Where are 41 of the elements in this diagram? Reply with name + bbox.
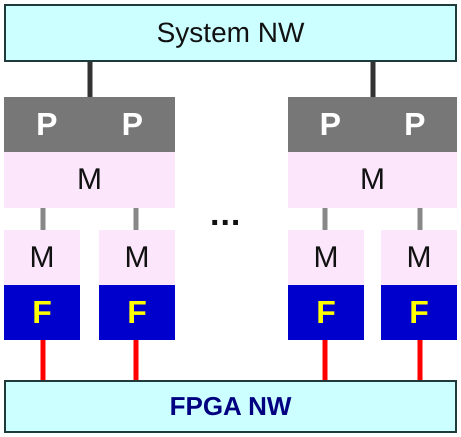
box-label: F xyxy=(409,294,429,331)
connector-line xyxy=(40,208,46,230)
connector-line xyxy=(370,62,376,97)
connector-line xyxy=(88,62,92,97)
fpga-box xyxy=(381,285,457,340)
memory-box xyxy=(288,230,364,285)
box-label: M xyxy=(30,240,54,274)
connector-line xyxy=(418,340,422,380)
memory-box xyxy=(4,152,175,208)
connector-line xyxy=(40,340,46,380)
fpga-box xyxy=(99,285,175,340)
network-box xyxy=(4,4,457,62)
connector-line xyxy=(322,208,328,230)
connector-line xyxy=(134,340,138,380)
box-label: FPGA NW xyxy=(170,391,292,422)
processor-bar xyxy=(288,97,457,152)
box-label: P xyxy=(36,106,58,143)
box-label: F xyxy=(316,294,336,331)
box-label: P xyxy=(404,106,426,143)
box-label: M xyxy=(314,240,338,274)
network-box xyxy=(4,380,457,433)
connector-line xyxy=(134,208,138,230)
memory-box xyxy=(99,230,175,285)
fpga-box xyxy=(288,285,364,340)
box-label: P xyxy=(122,106,143,143)
box-label: M xyxy=(124,240,150,274)
ellipsis: ... xyxy=(210,195,242,234)
connector-line xyxy=(418,208,422,230)
fpga-box xyxy=(4,285,80,340)
box-label: M xyxy=(360,163,385,197)
box-label: F xyxy=(32,294,52,331)
memory-box xyxy=(288,152,457,208)
box-label: System NW xyxy=(156,17,304,49)
memory-box xyxy=(381,230,457,285)
memory-box xyxy=(4,230,80,285)
box-label: M xyxy=(406,240,432,274)
processor-bar xyxy=(4,97,175,152)
connector-line xyxy=(322,340,328,380)
box-label: M xyxy=(77,163,102,197)
box-label: P xyxy=(320,106,341,143)
box-label: F xyxy=(127,294,147,331)
